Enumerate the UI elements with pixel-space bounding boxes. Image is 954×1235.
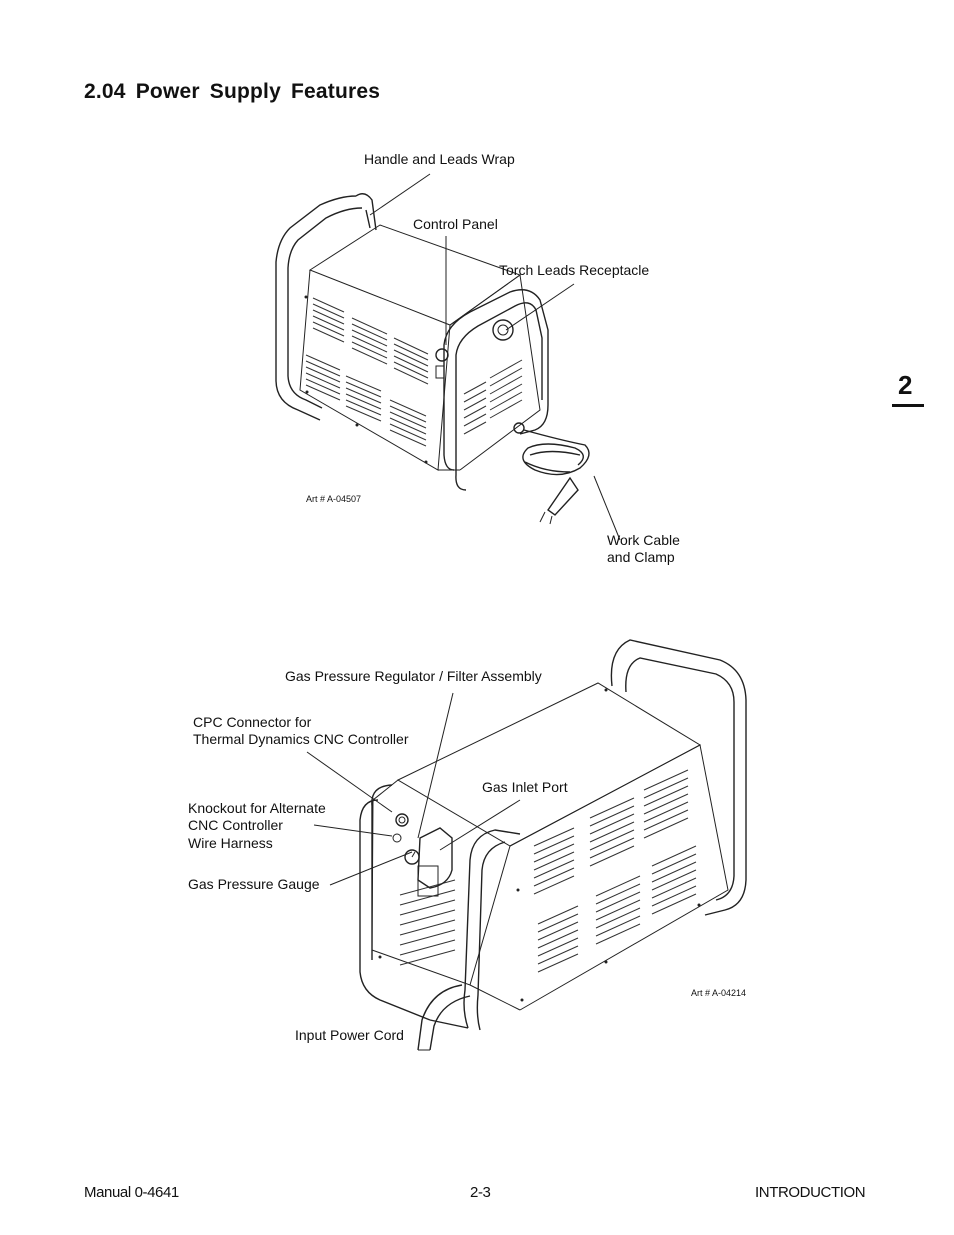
label-knockout-line2: CNC Controller: [188, 817, 283, 833]
art-number-2: Art # A-04214: [691, 988, 747, 998]
footer-manual-number: Manual 0-4641: [84, 1184, 179, 1201]
front-vents: [463, 359, 523, 435]
label-input-power-cord: Input Power Cord: [295, 1027, 404, 1043]
art-number-1: Art # A-04507: [306, 494, 362, 504]
label-control-panel: Control Panel: [413, 216, 498, 232]
label-work-cable-line1: Work Cable: [607, 532, 680, 548]
label-work-cable-line2: and Clamp: [607, 549, 675, 565]
label-torch-leads-receptacle: Torch Leads Receptacle: [499, 262, 650, 278]
section-heading: 2.04 Power Supply Features: [84, 80, 381, 103]
chapter-tab-rule: [892, 404, 924, 407]
rear-vent: [399, 879, 456, 966]
label-gas-inlet-port: Gas Inlet Port: [482, 779, 568, 795]
label-gas-pressure-gauge: Gas Pressure Gauge: [188, 876, 320, 892]
side-vents: [305, 297, 429, 447]
label-knockout-line3: Wire Harness: [188, 835, 273, 851]
footer-section-name: INTRODUCTION: [755, 1184, 866, 1201]
footer-page-number: 2-3: [470, 1184, 491, 1201]
label-handle-and-leads-wrap: Handle and Leads Wrap: [364, 151, 515, 167]
label-knockout-line1: Knockout for Alternate: [188, 800, 326, 816]
right-side-vents: [533, 769, 697, 973]
label-cpc-connector-line1: CPC Connector for: [193, 714, 312, 730]
label-gas-pressure-regulator: Gas Pressure Regulator / Filter Assembly: [285, 668, 542, 684]
chapter-tab-number: 2: [898, 370, 913, 400]
label-cpc-connector-line2: Thermal Dynamics CNC Controller: [193, 731, 409, 747]
